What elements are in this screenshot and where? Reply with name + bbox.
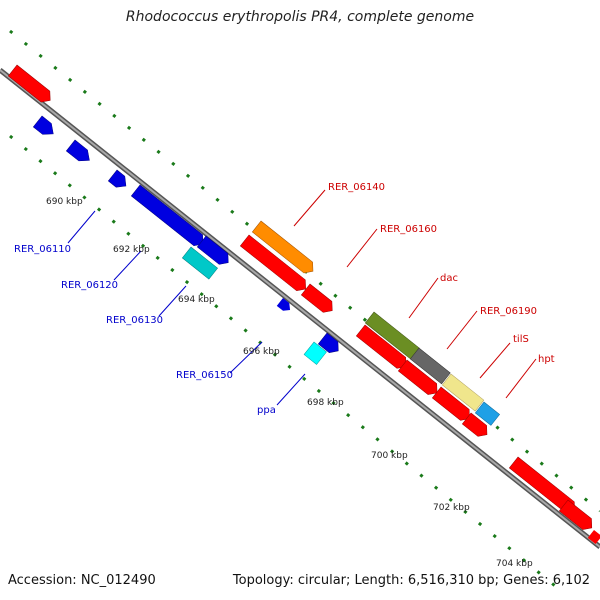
gene-label-rer06190[interactable]: RER_06190 [480, 306, 537, 317]
cds-feature[interactable] [107, 169, 130, 192]
cds-feature[interactable] [32, 115, 57, 139]
gene-features [7, 64, 600, 545]
kbp-label: 704 kbp [496, 559, 533, 569]
kbp-label: 692 kbp [113, 245, 150, 255]
cds-feature-khaki[interactable] [441, 373, 485, 412]
gene-label-rer06130[interactable]: RER_06130 [106, 315, 163, 326]
accession-text: Accession: NC_012490 [8, 573, 156, 588]
gene-label-rer06150[interactable]: RER_06150 [176, 370, 233, 381]
cds-feature[interactable] [431, 386, 474, 424]
gene-label-rer06160[interactable]: RER_06160 [380, 224, 437, 235]
kbp-label: 698 kbp [307, 398, 344, 408]
cds-feature[interactable] [397, 359, 441, 398]
kbp-label: 696 kbp [243, 347, 280, 357]
gene-label-rer06110[interactable]: RER_06110 [14, 244, 71, 255]
plus-callout-lines [293, 189, 537, 399]
gene-label-rer06140[interactable]: RER_06140 [328, 182, 385, 193]
minus-callout-lines [67, 210, 306, 406]
cds-feature[interactable] [130, 184, 207, 249]
rna-feature[interactable] [181, 246, 218, 280]
cds-feature[interactable] [317, 332, 342, 356]
minus-gene-labels: RER_06110 RER_06120 RER_06130 RER_06150 … [14, 244, 276, 416]
cds-feature[interactable] [558, 499, 596, 533]
genome-summary-text: Topology: circular; Length: 6,516,310 bp… [232, 573, 590, 588]
map-title: Rhodococcus erythropolis PR4, complete g… [125, 9, 475, 25]
cds-feature[interactable] [65, 139, 93, 166]
rna-feature[interactable] [303, 341, 327, 365]
kbp-label: 700 kbp [371, 451, 408, 461]
cds-feature-orange[interactable] [251, 220, 317, 277]
cds-feature[interactable] [461, 412, 491, 440]
gene-label-hpt[interactable]: hpt [538, 354, 555, 365]
genome-backbone [0, 68, 600, 549]
kbp-label: 690 kbp [46, 197, 83, 207]
cds-feature[interactable] [239, 234, 310, 295]
cds-feature[interactable] [587, 530, 600, 545]
cds-feature[interactable] [276, 298, 293, 314]
cds-feature-sky[interactable] [474, 401, 501, 426]
cds-feature[interactable] [196, 235, 232, 268]
tick-track [9, 134, 561, 592]
gene-label-ppa[interactable]: ppa [257, 405, 276, 416]
kbp-label: 702 kbp [433, 503, 470, 513]
cds-feature[interactable] [300, 283, 336, 316]
gene-label-dac[interactable]: dac [440, 273, 458, 284]
gene-label-rer06120[interactable]: RER_06120 [61, 280, 118, 291]
gene-label-tils[interactable]: tilS [513, 334, 529, 345]
plus-gene-labels: RER_06140 RER_06160 dac RER_06190 tilS h… [328, 182, 555, 365]
kbp-labels: 690 kbp 692 kbp 694 kbp 696 kbp 698 kbp … [46, 197, 533, 569]
kbp-label: 694 kbp [178, 295, 215, 305]
cds-feature[interactable] [7, 64, 54, 106]
cds-feature-gray[interactable] [409, 347, 451, 385]
